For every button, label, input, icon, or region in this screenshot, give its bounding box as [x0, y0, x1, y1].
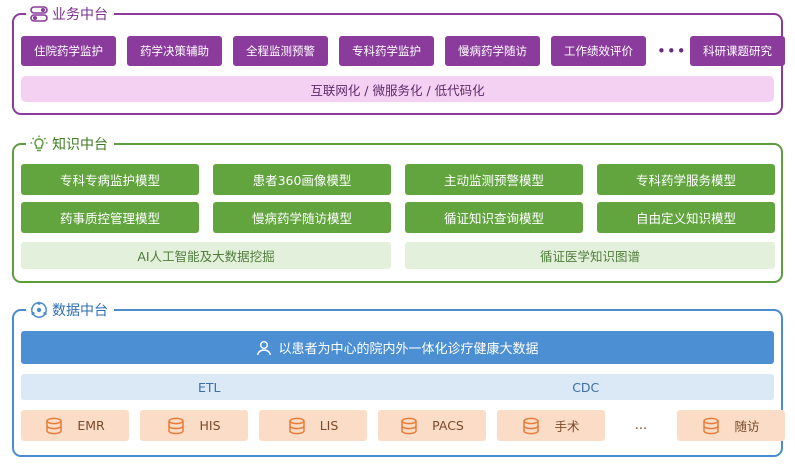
data-source[interactable]: EMR [21, 410, 129, 441]
business-item[interactable]: 全程监测预警 [233, 36, 328, 66]
business-title-text: 业务中台 [52, 7, 108, 23]
knowledge-model[interactable]: 患者360画像模型 [213, 164, 391, 195]
etl-label: ETL [198, 379, 221, 395]
knowledge-model[interactable]: 药事质控管理模型 [21, 202, 199, 233]
business-band: 互联网化 / 微服务化 / 低代码化 [21, 76, 774, 102]
data-panel: 数据中台 以患者为中心的院内外一体化诊疗健康大数据 ETL CDC EMR HI… [12, 299, 785, 457]
business-ellipsis: ••• [657, 42, 687, 60]
business-item[interactable]: 住院药学监护 [21, 36, 116, 66]
business-item[interactable]: 专科药学监护 [339, 36, 434, 66]
data-panel-title: 数据中台 [26, 299, 114, 321]
knowledge-panel: 知识中台 专科专病监护模型 患者360画像模型 主动监测预警模型 专科药学服务模… [12, 133, 783, 283]
knowledge-model[interactable]: 自由定义知识模型 [597, 202, 775, 233]
data-source-label: 手术 [554, 419, 580, 434]
data-main-bar: 以患者为中心的院内外一体化诊疗健康大数据 [21, 331, 774, 364]
knowledge-model[interactable]: 循证知识查询模型 [405, 202, 583, 233]
data-source[interactable]: PACS [378, 410, 486, 441]
business-panel-title: 业务中台 [26, 3, 114, 25]
database-icon [702, 417, 720, 435]
business-item[interactable]: 药学决策辅助 [127, 36, 222, 66]
data-title-text: 数据中台 [52, 303, 108, 319]
data-source-label: PACS [432, 418, 464, 433]
knowledge-panel-title: 知识中台 [26, 133, 114, 155]
network-icon [30, 301, 48, 319]
database-icon [167, 417, 185, 435]
cdc-label: CDC [572, 379, 600, 395]
data-source-label: HIS [199, 418, 221, 433]
ai-band: AI人工智能及大数据挖掘 [21, 242, 391, 269]
business-item-research[interactable]: 科研课题研究 [690, 36, 785, 66]
lightbulb-icon [30, 135, 48, 153]
business-item[interactable]: 慢病药学随访 [445, 36, 540, 66]
knowledge-bands: AI人工智能及大数据挖掘 循证医学知识图谱 [21, 242, 775, 269]
etl-cdc-band: ETL CDC [21, 374, 774, 400]
business-items: 住院药学监护 药学决策辅助 全程监测预警 专科药学监护 慢病药学随访 工作绩效评… [21, 36, 785, 66]
knowledge-models: 专科专病监护模型 患者360画像模型 主动监测预警模型 专科药学服务模型 药事质… [21, 164, 775, 233]
database-icon [400, 417, 418, 435]
database-icon [288, 417, 306, 435]
data-source-followup[interactable]: 随访 [677, 410, 785, 441]
toggle-icon [30, 6, 48, 22]
data-source[interactable]: 手术 [497, 410, 605, 441]
database-icon [522, 417, 540, 435]
knowledge-graph-band: 循证医学知识图谱 [405, 242, 775, 269]
knowledge-model[interactable]: 专科专病监护模型 [21, 164, 199, 195]
data-source[interactable]: LIS [259, 410, 367, 441]
business-item[interactable]: 工作绩效评价 [551, 36, 646, 66]
data-main-text: 以患者为中心的院内外一体化诊疗健康大数据 [278, 342, 539, 357]
knowledge-model[interactable]: 主动监测预警模型 [405, 164, 583, 195]
knowledge-title-text: 知识中台 [52, 137, 108, 153]
data-sources: EMR HIS LIS PACS 手术 ... 随访 [21, 410, 785, 441]
data-source[interactable]: HIS [140, 410, 248, 441]
data-source-label: 随访 [734, 419, 760, 434]
data-source-label: EMR [77, 418, 105, 433]
knowledge-model[interactable]: 专科药学服务模型 [597, 164, 775, 195]
business-panel: 业务中台 住院药学监护 药学决策辅助 全程监测预警 专科药学监护 慢病药学随访 … [12, 3, 785, 115]
user-icon [256, 340, 272, 356]
knowledge-model[interactable]: 慢病药学随访模型 [213, 202, 391, 233]
data-source-label: LIS [319, 418, 339, 433]
data-source-ellipsis: ... [634, 418, 648, 433]
database-icon [45, 417, 63, 435]
